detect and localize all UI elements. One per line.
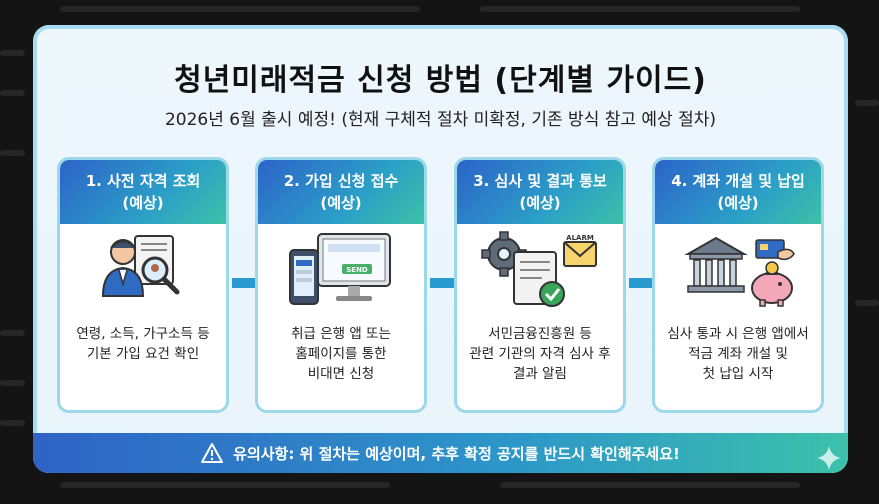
step-card-1: 1. 사전 자격 조회 (예상) 연령, 소득, 가구소득 등 기본 가입 요건…	[57, 157, 229, 413]
step-tag-1: (예상)	[122, 194, 164, 212]
step-title-2: 2. 가입 신청 접수	[283, 172, 399, 190]
step-desc-line: 비대면 신청	[307, 366, 375, 382]
step-title-3: 3. 심사 및 결과 통보	[473, 172, 607, 190]
guide-card: 청년미래적금 신청 방법 (단계별 가이드) 2026년 6월 출시 예정! (…	[33, 25, 848, 473]
step-desc-line: 취급 은행 앱 또는	[291, 326, 391, 342]
step-desc-line: 적금 계좌 개설 및	[688, 346, 788, 362]
guide-title: 청년미래적금 신청 방법 (단계별 가이드)	[174, 63, 707, 98]
phone-monitor-send-icon: SEND	[258, 224, 424, 316]
step-desc-line: 서민금융진흥원 등	[488, 326, 592, 342]
step-header-1: 1. 사전 자격 조회 (예상)	[60, 160, 226, 224]
step-desc-line: 홈페이지를 통한	[295, 346, 387, 362]
step-card-2: 2. 가입 신청 접수 (예상) SEND 취급 은행 앱 또는 홈페이지를 통…	[255, 157, 427, 413]
notice-text: 유의사항: 위 절차는 예상이며, 추후 확정 공지를 반드시 확인해주세요!	[233, 444, 680, 463]
step-desc-line: 관련 기관의 자격 심사 후	[469, 346, 611, 362]
notice-banner: 유의사항: 위 절차는 예상이며, 추후 확정 공지를 반드시 확인해주세요!	[33, 433, 848, 473]
step-desc-line: 첫 납입 시작	[702, 366, 774, 382]
gear-document-alarm-icon: ALARM	[457, 224, 623, 316]
step-title-4: 4. 계좌 개설 및 납입	[671, 172, 805, 190]
step-card-3: 3. 심사 및 결과 통보 (예상)	[454, 157, 626, 413]
bank-piggybank-icon	[655, 224, 821, 316]
alarm-label: ALARM	[566, 234, 594, 242]
step-tag-2: (예상)	[320, 194, 362, 212]
person-document-search-icon	[60, 224, 226, 316]
step-desc-line: 심사 통과 시 은행 앱에서	[667, 326, 809, 342]
step-desc-2: 취급 은행 앱 또는 홈페이지를 통한 비대면 신청	[258, 324, 424, 384]
warning-icon	[201, 443, 224, 463]
step-desc-1: 연령, 소득, 가구소득 등 기본 가입 요건 확인	[60, 324, 226, 364]
step-desc-line: 연령, 소득, 가구소득 등	[76, 326, 210, 342]
step-card-4: 4. 계좌 개설 및 납입 (예상)	[652, 157, 824, 413]
step-title-1: 1. 사전 자격 조회	[85, 172, 201, 190]
step-desc-3: 서민금융진흥원 등 관련 기관의 자격 심사 후 결과 알림	[457, 324, 623, 384]
step-desc-line: 결과 알림	[513, 366, 567, 382]
step-header-2: 2. 가입 신청 접수 (예상)	[258, 160, 424, 224]
send-label: SEND	[346, 266, 368, 274]
guide-subtitle: 2026년 6월 출시 예정! (현재 구체적 절차 미확정, 기존 방식 참고…	[164, 110, 717, 130]
sparkle-icon	[817, 446, 841, 470]
step-desc-4: 심사 통과 시 은행 앱에서 적금 계좌 개설 및 첫 납입 시작	[655, 324, 821, 384]
step-header-4: 4. 계좌 개설 및 납입 (예상)	[655, 160, 821, 224]
step-desc-line: 기본 가입 요건 확인	[86, 346, 200, 362]
step-header-3: 3. 심사 및 결과 통보 (예상)	[457, 160, 623, 224]
step-tag-4: (예상)	[717, 194, 759, 212]
step-tag-3: (예상)	[519, 194, 561, 212]
